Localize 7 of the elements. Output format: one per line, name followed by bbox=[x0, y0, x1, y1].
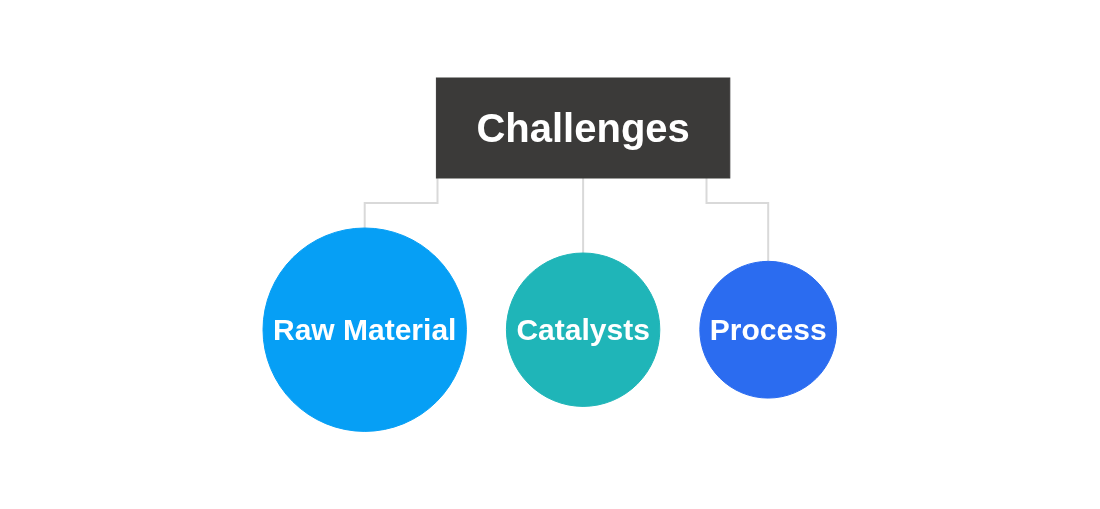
node-circle: Catalysts bbox=[506, 252, 661, 407]
node-circle: Process bbox=[699, 260, 838, 399]
node-circle: Raw Material bbox=[262, 227, 468, 432]
node-box: Challenges bbox=[436, 77, 731, 179]
connector bbox=[705, 176, 770, 263]
connector bbox=[582, 176, 585, 254]
connector bbox=[363, 176, 439, 229]
